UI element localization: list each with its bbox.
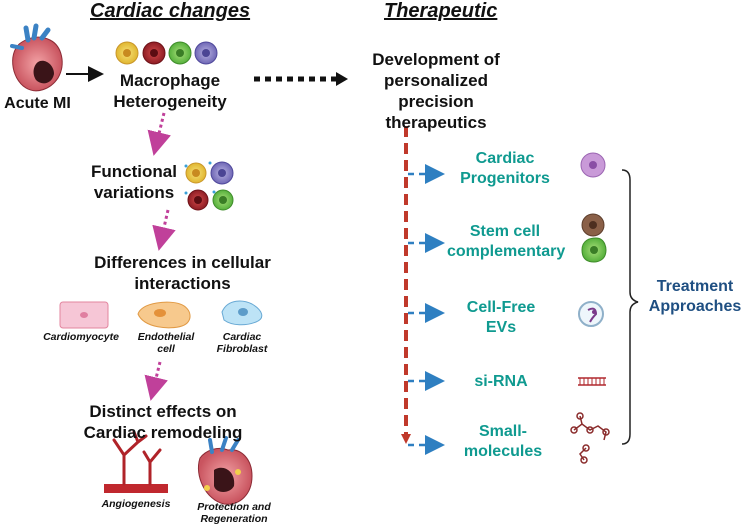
arrow-down-2: [152, 209, 176, 251]
macrophage-label: Macrophage Heterogeneity: [113, 71, 227, 111]
cardiomyocyte-icon: [59, 301, 109, 329]
cardiac-changes-header: Cardiac changes: [90, 0, 251, 22]
angiogenesis-icon: [104, 430, 168, 493]
approach-label-3: Cell-Free EVs: [466, 299, 536, 336]
heart-icon: [10, 23, 63, 92]
differences-label: Differences in cellular interactions: [94, 253, 271, 293]
progenitor-cell-icon: [580, 152, 606, 178]
development-label: Development of personalized precision th…: [372, 50, 500, 132]
protection-heart-icon: [198, 436, 253, 505]
fibroblast-icon: [221, 300, 263, 326]
approach-label-1: Cardiac Progenitors: [460, 150, 550, 187]
approach-label-5: Small-molecules: [463, 423, 543, 460]
cardiomyocyte-label: Cardiomyocyte: [43, 331, 119, 343]
approach-label-2: Stem cell complementary: [447, 223, 566, 260]
functional-cells-icon: [184, 161, 234, 211]
fibroblast-label: Cardiac Fibroblast: [216, 331, 268, 355]
arrow-down-1: [147, 112, 171, 156]
distinct-effects-label: Distinct effects on Cardiac remodeling: [83, 402, 243, 442]
angiogenesis-label: Angiogenesis: [101, 498, 171, 510]
treatment-bracket: [621, 169, 639, 445]
sirna-icon: [578, 377, 606, 386]
protection-label: Protection and Regeneration: [197, 501, 271, 525]
endothelial-cell-icon: [137, 301, 191, 329]
stem-cell-icon: [581, 213, 607, 263]
endothelial-label: Endothelial cell: [137, 331, 195, 355]
extracellular-vesicle-icon: [578, 301, 604, 327]
arrow-down-3: [144, 361, 168, 401]
therapeutic-header: Therapeutic: [384, 0, 498, 22]
acute-mi-label: Acute MI: [4, 95, 71, 112]
treatment-approaches-label: Treatment Approaches: [648, 278, 742, 315]
small-molecule-icon: [570, 412, 610, 464]
approach-label-4: si-RNA: [474, 373, 528, 390]
macrophage-cells-icon: [115, 41, 218, 65]
functional-label: Functional variations: [91, 162, 177, 202]
